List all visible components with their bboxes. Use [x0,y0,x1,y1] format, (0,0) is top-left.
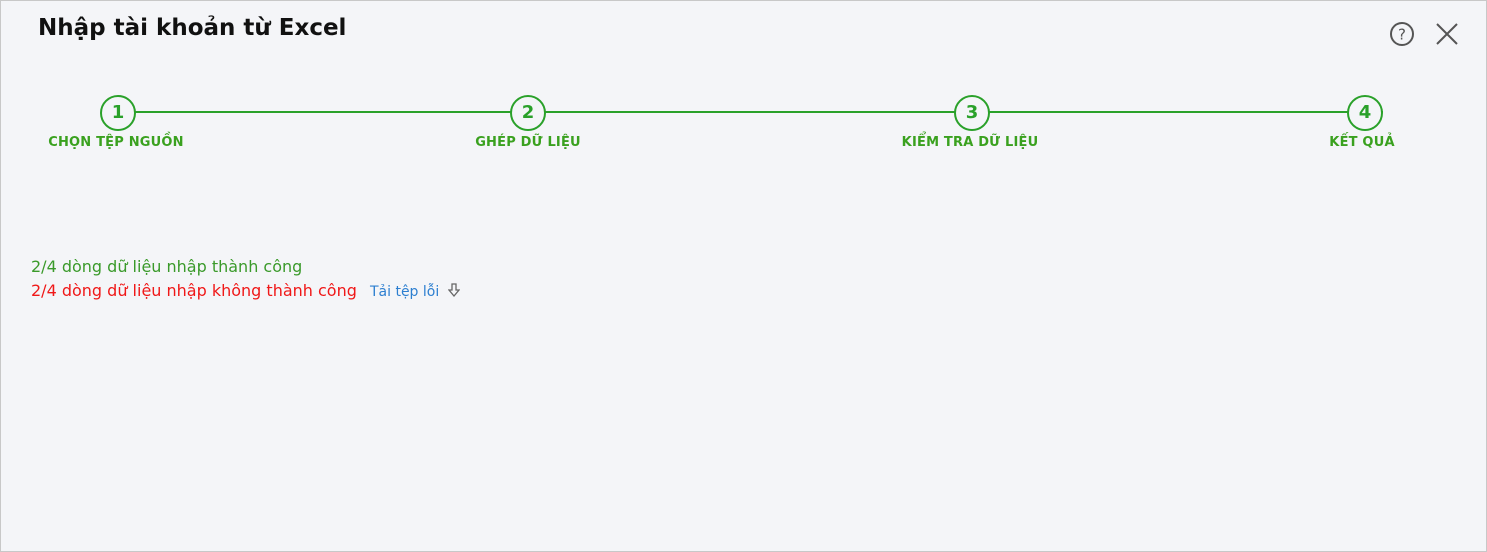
fail-message: 2/4 dòng dữ liệu nhập không thành công [31,281,357,300]
dialog-title: Nhập tài khoản từ Excel [38,15,347,41]
stepper-track [118,111,1383,113]
success-message: 2/4 dòng dữ liệu nhập thành công [31,257,303,276]
step-1-circle: 1 [100,95,136,131]
download-arrow-icon [447,283,461,301]
fail-message-row: 2/4 dòng dữ liệu nhập không thành công T… [31,281,461,301]
download-error-file-link[interactable]: Tải tệp lỗi [369,283,461,301]
svg-text:?: ? [1398,26,1406,44]
step-1-label: CHỌN TỆP NGUỒN [48,135,184,150]
step-3-circle: 3 [954,95,990,131]
step-4-circle: 4 [1347,95,1383,131]
step-2-label: GHÉP DỮ LIỆU [475,135,581,150]
close-icon[interactable] [1434,21,1460,47]
download-error-file-label: Tải tệp lỗi [369,284,440,300]
step-2-circle: 2 [510,95,546,131]
step-3-label: KIỂM TRA DỮ LIỆU [901,135,1039,150]
help-icon[interactable]: ? [1389,21,1415,47]
step-4-label: KẾT QUẢ [1329,135,1395,150]
